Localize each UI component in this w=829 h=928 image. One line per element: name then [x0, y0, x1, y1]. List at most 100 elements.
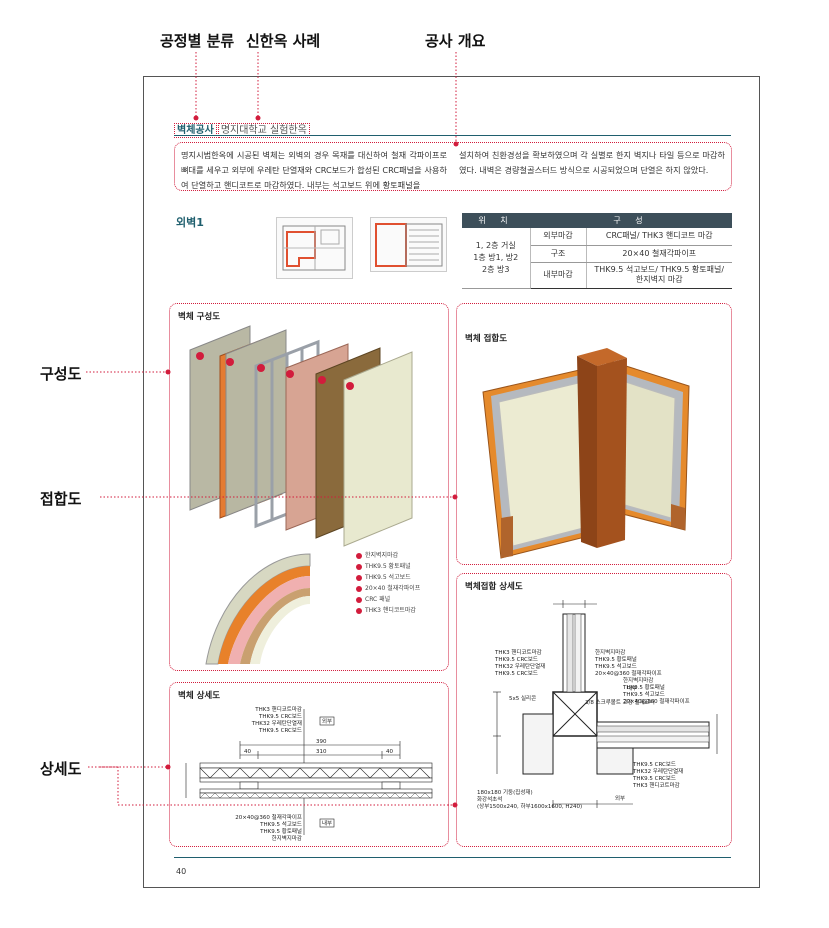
spec-header-location: 위 치 [462, 213, 530, 228]
wall-detail-drawing: THK3 핸디코트마감 THK9.5 CRC보드 THK32 우레탄단열재 TH… [185, 705, 433, 842]
legend-item: CRC 패널 [356, 594, 420, 605]
joint-label-right-mid: THK9.5 황토패널 [622, 683, 665, 691]
legend-label: 한지벽지마감 [365, 552, 399, 559]
spec-table-header: 위 치 구 성 [462, 213, 732, 228]
wall-section-title: 외벽1 [176, 216, 204, 229]
joint-label-column: 180x180 기둥(집성재) [477, 788, 533, 796]
floor-plan-1-drawing [282, 225, 346, 271]
joint-label-left: THK9.5 CRC보드 [494, 656, 538, 663]
legend-item: 20×40 철재각파이프 [356, 583, 420, 594]
table-row: 내부마감 THK9.5 석고보드/ THK9.5 황토패널/ 한지벽지 마감 [462, 262, 732, 289]
floor-plan-2-drawing [375, 223, 443, 267]
wall-joint-title: 벽체 접합도 [465, 334, 508, 344]
wall-layers-illustration [189, 325, 413, 665]
wall-detail-dim: 40 [386, 749, 393, 755]
wall-composition-title: 벽체 구성도 [178, 312, 221, 322]
table-row: 1, 2층 거실 1층 방1, 방2 2층 방3 외부마감 CRC패널/ THK… [462, 228, 732, 289]
joint-label-right-mid: 한지벽지마감 [623, 676, 653, 684]
legend-label: THK3 핸디코트마감 [365, 607, 416, 614]
legend-dot [356, 563, 362, 570]
layer-legend: 한지벽지마감 THK9.5 황토패널 THK9.5 석고보드 20×40 철재각… [356, 550, 420, 616]
joint-label-right-bottom: THK32 우레탄단열재 [632, 767, 683, 775]
joint-label-left: THK32 우레탄단열재 [494, 662, 545, 670]
wall-detail-dim: 40 [244, 749, 251, 755]
legend-item: 한지벽지마감 [356, 550, 420, 561]
legend-dot [356, 607, 362, 614]
joint-label-sill: 5x5 실리콘 [509, 694, 536, 702]
spec-value: 20×40 철재각파이프 [585, 245, 732, 263]
wall-composition-panel: 벽체 구성도 [169, 303, 449, 671]
legend-dot [356, 585, 362, 592]
joint-detail-panel: 벽체접합 상세도 THK3 핸디코트마감 [456, 573, 732, 847]
legend-dot [356, 552, 362, 559]
legend-dot [356, 574, 362, 581]
wall-detail-top-label: THK32 우레탄단열재 [251, 719, 302, 727]
intro-text-box: 명지시범한옥에 시공된 벽체는 외벽의 경우 목재를 대신하여 철재 각파이프로… [174, 142, 732, 191]
joint-label-interior: 내부 [627, 684, 637, 692]
spec-value: THK9.5 석고보드/ THK9.5 황토패널/ 한지벽지 마감 [585, 262, 732, 289]
wall-detail-top-label: THK9.5 CRC보드 [258, 727, 302, 734]
layer-hanji-paper [343, 351, 413, 547]
annotation-construction-overview: 공사 개요 [425, 32, 486, 50]
legend-label: CRC 패널 [365, 596, 391, 603]
legend-dot [356, 596, 362, 603]
wall-detail-bottom-label: THK9.5 석고보드 [259, 820, 302, 828]
joint-label-exterior: 외부 [615, 795, 625, 802]
joint-label-notes: (상부1500x240, 하부1600x1600, H240) [477, 802, 582, 810]
joint-label-right-top: THK9.5 석고보드 [594, 662, 637, 670]
spec-part: 외부마감 [529, 228, 586, 246]
joint-label-right-top: 한지벽지마감 [595, 648, 625, 656]
legend-item: THK3 핸디코트마감 [356, 605, 420, 616]
legend-item: THK9.5 석고보드 [356, 572, 420, 583]
legend-label: THK9.5 석고보드 [365, 574, 411, 581]
wall-detail-interior: 내부 [322, 819, 332, 827]
legend-label: THK9.5 황토패널 [365, 563, 411, 570]
joint-label-bead: 3/8 스크루볼트 고정 철제코너 [585, 698, 655, 706]
wall-detail-title: 벽체 상세도 [178, 691, 221, 701]
joint-detail-title: 벽체접합 상세도 [465, 582, 523, 592]
joint-detail-drawing: THK3 핸디코트마감 THK9.5 CRC보드 THK32 우레탄단열재 TH… [477, 600, 718, 810]
layer-number-markers [196, 352, 354, 390]
floor-plan-2-thumbnail [370, 217, 447, 272]
annotation-detail: 상세도 [40, 760, 82, 778]
spec-header-composition: 구 성 [530, 213, 732, 228]
insulation-hatch [199, 767, 433, 779]
footer-rule [174, 857, 731, 858]
wall-detail-top-label: THK3 핸디코트마감 [254, 705, 302, 713]
spec-part: 내부마감 [529, 262, 586, 289]
intro-column-2: 설치하여 친환경성을 확보하였으며 각 실별로 한지 벽지나 타일 등으로 마감… [459, 150, 725, 175]
wall-detail-bottom-label: 한지벽지마감 [272, 834, 302, 842]
floor-plan-1-thumbnail [276, 217, 353, 279]
joint-label-right-bottom: THK9.5 CRC보드 [632, 761, 676, 768]
spec-table: 위 치 구 성 1, 2층 거실 1층 방1, 방2 2층 방3 외부마감 CR… [462, 213, 732, 289]
spec-value: CRC패널/ THK3 핸디코트 마감 [585, 228, 732, 246]
curved-section-illustration [205, 553, 311, 665]
wall-detail-exterior: 외부 [322, 718, 332, 725]
joint-label-right-top: 20×40@360 철재각파이프 [595, 669, 662, 677]
joint-label-right-bottom: THK3 핸디코트마감 [632, 781, 680, 789]
breadcrumb-category: 벽체공사 [174, 123, 217, 138]
wall-detail-dim: 390 [316, 739, 327, 745]
wall-joint-illustration [482, 348, 690, 559]
wall-joint-panel: 벽체 접합도 [456, 303, 732, 565]
page-number: 40 [176, 867, 187, 876]
spec-location-cell: 1, 2층 거실 1층 방1, 방2 2층 방3 [462, 228, 531, 289]
spec-part: 구조 [529, 245, 586, 263]
legend-label: 20×40 철재각파이프 [365, 585, 421, 592]
annotation-process-category: 공정별 분류 [160, 32, 235, 50]
wall-detail-bottom-label: THK9.5 황토패널 [259, 827, 302, 835]
annotation-composition: 구성도 [40, 365, 82, 383]
wall-detail-dim: 310 [316, 749, 327, 755]
wall-detail-top-label: THK9.5 CRC보드 [258, 713, 302, 720]
joint-label-anchor: 화강석초석 [477, 795, 502, 803]
table-row: 구조 20×40 철재각파이프 [462, 245, 732, 263]
joint-label-right-mid: THK9.5 석고보드 [622, 690, 665, 698]
annotation-joint: 접합도 [40, 490, 82, 508]
breadcrumb-project: 명지대학교 실험한옥 [217, 123, 310, 138]
annotation-shinhanok-case: 신한옥 사례 [246, 32, 321, 50]
joint-label-right-top: THK9.5 황토패널 [594, 655, 637, 663]
joint-label-left: THK9.5 CRC보드 [494, 670, 538, 677]
wall-detail-bottom-label: 20×40@360 철재각파이프 [235, 813, 302, 821]
